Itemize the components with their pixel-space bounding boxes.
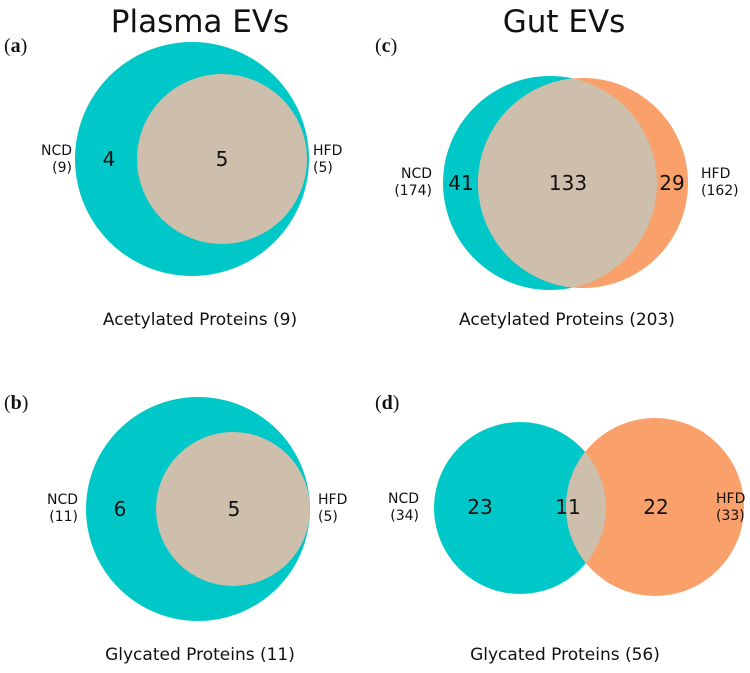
panel-b-label: (b) [4,392,28,414]
panel-a-overlap-region [137,74,307,244]
panel-d: (d) NCD (34) HFD (33) 23 11 22 Glycated … [375,392,745,665]
panel-b-hfd-name: HFD [318,492,347,508]
panel-d-hfd-name: HFD [716,491,745,507]
panel-d-caption: Glycated Proteins (56) [470,645,660,665]
panel-a-ncd-name: NCD [41,143,72,159]
panel-d-label: (d) [375,392,399,414]
panel-a-label: (a) [4,35,27,57]
panel-b: (b) NCD (11) HFD (5) 6 5 Glycated Protei… [4,392,347,665]
panel-c-overlap-count: 133 [549,171,587,195]
panel-b-caption: Glycated Proteins (11) [105,645,295,665]
panel-a-ncd-total: (9) [52,160,72,176]
panel-d-overlap-count: 11 [555,495,580,519]
panel-a-hfd-name: HFD [313,143,342,159]
panel-b-ncd-total: (11) [49,509,78,525]
panel-c-label: (c) [375,35,397,57]
panel-d-hfd-total: (33) [716,508,745,524]
panel-b-ncd-only-count: 6 [114,497,127,521]
panel-b-overlap-count: 5 [228,497,241,521]
panel-d-hfd-circle [566,418,744,596]
panel-d-ncd-name: NCD [388,491,419,507]
panel-c: (c) NCD (174) HFD (162) 41 133 29 Acetyl… [375,35,739,330]
panel-a-overlap-count: 5 [216,147,229,171]
panel-c-ncd-only-count: 41 [448,171,473,195]
panel-c-hfd-total: (162) [701,183,739,199]
panel-a-hfd-total: (5) [313,160,333,176]
column-title-gut: Gut EVs [503,4,626,40]
panel-d-ncd-circle [434,422,606,594]
panel-d-hfd-only-count: 22 [643,495,668,519]
panel-c-overlap-region [478,78,657,288]
column-title-plasma: Plasma EVs [111,4,289,40]
panel-c-ncd-name: NCD [401,166,432,182]
panel-a-caption: Acetylated Proteins (9) [103,310,297,330]
panel-d-ncd-total: (34) [390,508,419,524]
panel-b-ncd-name: NCD [47,492,78,508]
panel-c-caption: Acetylated Proteins (203) [459,310,675,330]
panel-b-hfd-total: (5) [318,509,338,525]
panel-c-ncd-total: (174) [394,183,432,199]
panel-a-ncd-only-count: 4 [103,147,116,171]
panel-c-hfd-only-count: 29 [659,171,684,195]
panel-a: (a) NCD (9) HFD (5) 4 5 Acetylated Prote… [4,35,342,330]
panel-d-ncd-only-count: 23 [467,495,492,519]
panel-b-overlap-region [156,432,310,586]
panel-c-hfd-name: HFD [701,166,730,182]
